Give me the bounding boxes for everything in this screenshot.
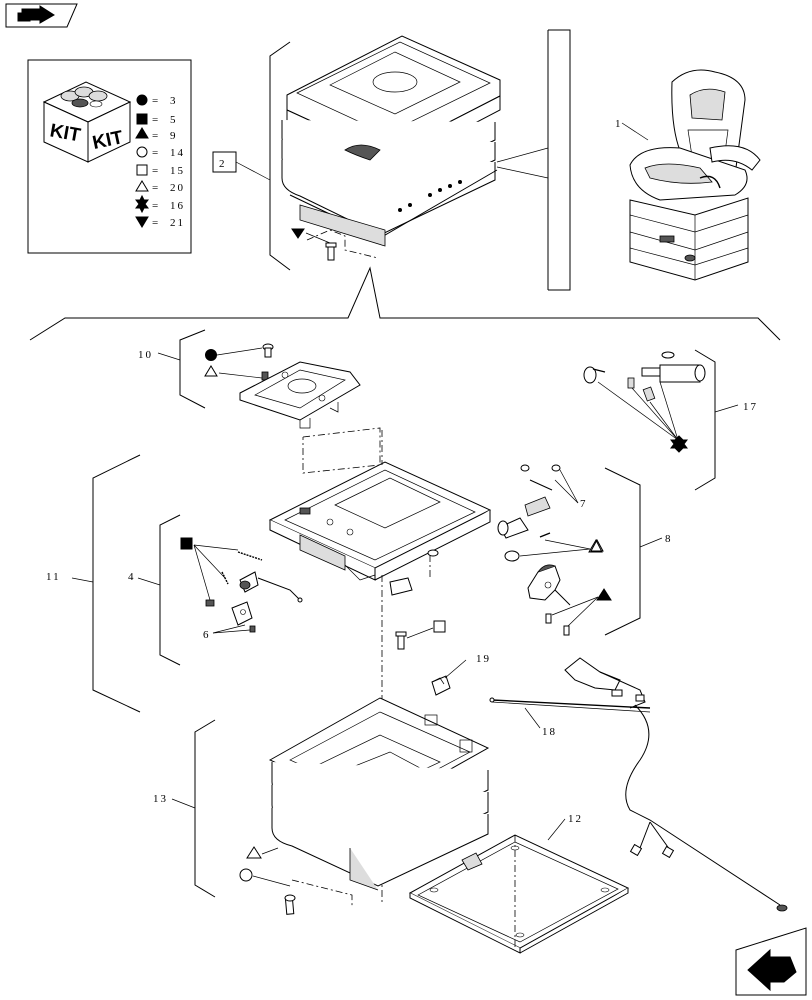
group-10-plate: 10	[138, 329, 381, 474]
group-17-actuator: 17	[583, 349, 758, 491]
svg-text:21: 21	[170, 217, 185, 229]
back-arrow-icon[interactable]	[735, 927, 807, 996]
filled-circle-icon	[136, 94, 148, 106]
group-8-tilt: 8	[527, 467, 673, 636]
callout-12[interactable]: 12	[568, 813, 583, 825]
callout-7[interactable]: 7	[580, 498, 588, 510]
callout-2[interactable]: 2	[219, 158, 227, 170]
callout-19[interactable]: 19	[476, 653, 491, 665]
bolt-14	[284, 894, 296, 915]
svg-text:=: =	[152, 217, 160, 229]
legend-row-2: =5	[152, 114, 178, 126]
open-triangle-marker	[590, 538, 604, 552]
legend-row-4: = 14	[152, 147, 185, 159]
bolt-15	[395, 620, 446, 650]
open-square-icon	[136, 164, 148, 176]
filled-inverted-triangle-icon	[135, 216, 149, 228]
open-triangle-icon	[135, 180, 149, 192]
seat-frame	[268, 461, 492, 596]
callout-11[interactable]: 11	[46, 571, 61, 583]
guide-6	[389, 577, 413, 596]
svg-text:=: =	[152, 147, 160, 159]
forward-arrow-icon[interactable]	[5, 3, 78, 28]
legend-row-6: = 20	[152, 182, 185, 194]
svg-text:15: 15	[170, 165, 185, 177]
svg-text:9: 9	[170, 130, 178, 142]
legend-row-3: =9	[152, 130, 178, 142]
group-13-bottom-suspension: 13	[153, 697, 490, 915]
base-plate-holes	[398, 180, 462, 212]
svg-text:=: =	[152, 114, 160, 126]
callout-13[interactable]: 13	[153, 793, 168, 805]
open-circle-icon	[136, 146, 148, 158]
callout-17[interactable]: 17	[743, 401, 758, 413]
filled-square-marker	[180, 537, 193, 550]
cable-18: 18	[489, 697, 651, 738]
part-12-base-plate: 12	[408, 813, 630, 954]
svg-text:=: =	[152, 95, 160, 107]
section-bracket	[29, 266, 781, 341]
filled-triangle-icon	[135, 127, 149, 139]
callout-8[interactable]: 8	[665, 533, 673, 545]
legend-row-7: = 16	[152, 200, 185, 212]
group-7-gas-spring: 7	[497, 464, 604, 562]
callout-6[interactable]: 6	[203, 629, 211, 641]
group-11-bracket	[92, 454, 141, 713]
open-square-marker	[433, 620, 446, 633]
filled-circle-marker	[205, 349, 217, 361]
svg-text:16: 16	[170, 200, 185, 212]
bolt-3	[262, 343, 274, 358]
svg-text:=: =	[152, 165, 160, 177]
open-triangle-marker	[204, 365, 218, 377]
callout-4[interactable]: 4	[128, 571, 136, 583]
svg-text:3: 3	[170, 95, 178, 107]
filled-triangle-marker	[596, 588, 612, 601]
bolt-21	[325, 242, 337, 261]
svg-text:14: 14	[170, 147, 185, 159]
svg-text:=: =	[152, 200, 160, 212]
kit-box-icon: KIT KIT	[42, 81, 132, 163]
callout-18[interactable]: 18	[542, 726, 557, 738]
kit-legend: KIT KIT =3 =5 =9 =14 =15 =20 =16 =21	[27, 59, 192, 254]
inverted-triangle-marker	[291, 228, 305, 239]
callout-10[interactable]: 10	[138, 349, 153, 361]
callout-1[interactable]: 1	[615, 118, 623, 130]
seat-assembly-1: 1	[496, 29, 761, 291]
wiring-harness	[564, 657, 788, 912]
part-19-guide: 19	[431, 653, 491, 696]
legend-row-8: = 21	[152, 217, 185, 229]
svg-text:20: 20	[170, 182, 185, 194]
legend-row-1: =3	[152, 95, 178, 107]
svg-text:5: 5	[170, 114, 178, 126]
svg-text:=: =	[152, 182, 160, 194]
group-2-suspension: 2	[212, 35, 501, 271]
legend-row-5: = 15	[152, 165, 185, 177]
filled-star-marker	[670, 435, 688, 453]
filled-star-icon	[135, 194, 149, 214]
open-triangle-marker	[246, 846, 262, 859]
group-4-lever: 4 6	[128, 514, 303, 666]
svg-text:=: =	[152, 130, 160, 142]
filled-square-icon	[136, 113, 148, 125]
open-circle-marker	[239, 868, 253, 882]
